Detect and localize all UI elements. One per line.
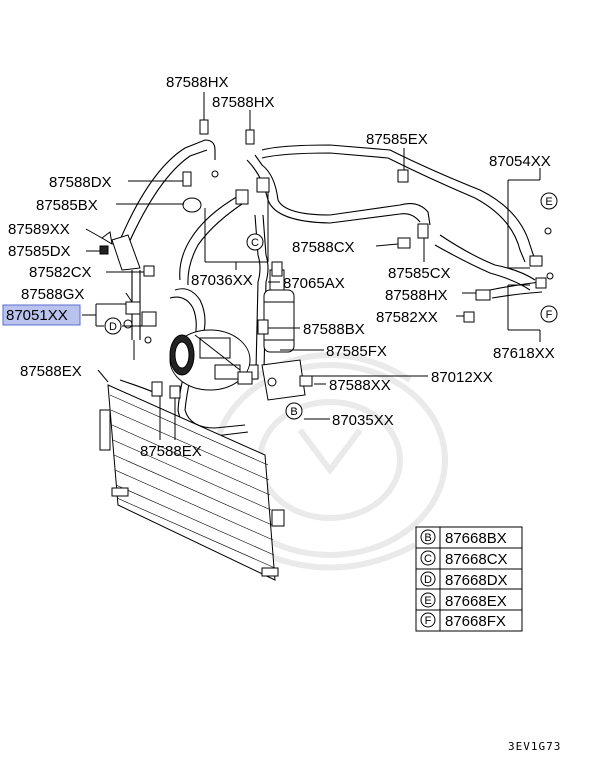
part-labels: 87588HX 87588HX 87585EX 87054XX 87588DX … (6, 74, 555, 460)
watermark-emblem (212, 352, 448, 571)
label-87588cx[interactable]: 87588CX (292, 239, 355, 256)
label-87618xx[interactable]: 87618XX (493, 345, 555, 362)
label-87036xx[interactable]: 87036XX (191, 272, 253, 289)
legend-row: C 87668CX (420, 550, 508, 568)
label-87585dx[interactable]: 87585DX (8, 243, 71, 260)
label-87065ax[interactable]: 87065AX (283, 275, 345, 292)
callout-b: B (285, 402, 303, 420)
legend-table: B 87668BX C 87668CX D 87668DX E 87668EX … (415, 526, 523, 632)
label-87588xx[interactable]: 87588XX (329, 377, 391, 394)
svg-text:C: C (251, 237, 259, 249)
label-87588ex-bottom[interactable]: 87588EX (140, 443, 202, 460)
legend-row: B 87668BX (420, 529, 507, 547)
label-87588hx-right[interactable]: 87588HX (385, 287, 448, 304)
leader-lines (82, 92, 541, 440)
svg-text:E: E (424, 595, 431, 607)
svg-text:B: B (424, 532, 431, 544)
svg-text:D: D (109, 321, 117, 333)
callout-e: E (540, 192, 558, 210)
compressor (169, 329, 251, 391)
callout-f: F (540, 305, 558, 323)
label-87588gx[interactable]: 87588GX (21, 286, 84, 303)
label-87588hx-second[interactable]: 87588HX (212, 94, 275, 111)
legend-row: F 87668FX (420, 612, 506, 630)
svg-text:F: F (546, 309, 553, 321)
svg-text:87668BX: 87668BX (445, 530, 507, 547)
legend-row: E 87668EX (420, 592, 507, 610)
label-87585fx[interactable]: 87585FX (326, 343, 387, 360)
svg-text:87668CX: 87668CX (445, 551, 508, 568)
label-87035xx[interactable]: 87035XX (332, 412, 394, 429)
label-87588hx-top[interactable]: 87588HX (166, 74, 229, 91)
label-87585ex[interactable]: 87585EX (366, 131, 428, 148)
label-87582cx[interactable]: 87582CX (29, 264, 92, 281)
label-87588bx[interactable]: 87588BX (303, 321, 365, 338)
part-highlight (2, 304, 81, 326)
label-87054xx[interactable]: 87054XX (489, 153, 551, 170)
label-87051xx[interactable]: 87051XX (6, 307, 68, 324)
label-87582xx[interactable]: 87582XX (376, 309, 438, 326)
label-87585cx[interactable]: 87585CX (388, 265, 451, 282)
callout-d: D (104, 317, 122, 335)
svg-text:C: C (424, 553, 432, 565)
legend-row: D 87668DX (420, 571, 508, 589)
callout-c: C (246, 233, 264, 251)
svg-text:D: D (424, 574, 432, 586)
svg-text:87668FX: 87668FX (445, 613, 506, 630)
label-87588ex-left[interactable]: 87588EX (20, 363, 82, 380)
label-87589xx[interactable]: 87589XX (8, 221, 70, 238)
condenser (99, 384, 285, 581)
svg-text:F: F (425, 615, 432, 627)
label-87585bx[interactable]: 87585BX (36, 197, 98, 214)
svg-text:E: E (545, 196, 552, 208)
label-87012xx[interactable]: 87012XX (431, 369, 493, 386)
label-87588dx[interactable]: 87588DX (49, 174, 112, 191)
svg-text:B: B (290, 406, 297, 418)
diagram-code: 3EV1G73 (508, 740, 561, 753)
fittings (99, 119, 554, 399)
svg-text:87668EX: 87668EX (445, 593, 507, 610)
svg-text:87668DX: 87668DX (445, 572, 508, 589)
